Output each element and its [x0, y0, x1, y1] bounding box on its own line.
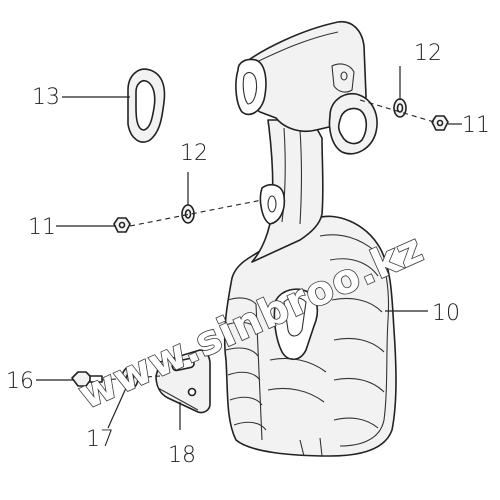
assembly-line-bottom — [101, 375, 161, 381]
callout-17: 17 — [86, 427, 114, 452]
leader-17 — [107, 387, 127, 429]
callout-10: 10 — [432, 301, 460, 326]
assembly-line-left — [129, 199, 263, 227]
washer-upper — [393, 98, 407, 118]
callout-11-left: 11 — [28, 215, 56, 240]
callout-12-upper: 12 — [414, 41, 442, 66]
mounting-bracket — [155, 349, 211, 414]
bolt — [71, 371, 103, 387]
coolant-tank — [223, 215, 397, 457]
callout-11-upper: 11 — [462, 113, 490, 138]
callout-13: 13 — [32, 85, 60, 110]
outlet-port — [328, 92, 378, 155]
nut-left — [113, 217, 131, 233]
callout-18: 18 — [168, 443, 196, 468]
nut-upper — [431, 115, 449, 131]
gasket-ring — [127, 68, 166, 143]
assembly-line-upper — [359, 99, 435, 123]
filler-neck — [251, 119, 324, 263]
callout-16: 16 — [6, 369, 34, 394]
washer-left — [181, 204, 195, 224]
callout-12-left: 12 — [180, 141, 208, 166]
